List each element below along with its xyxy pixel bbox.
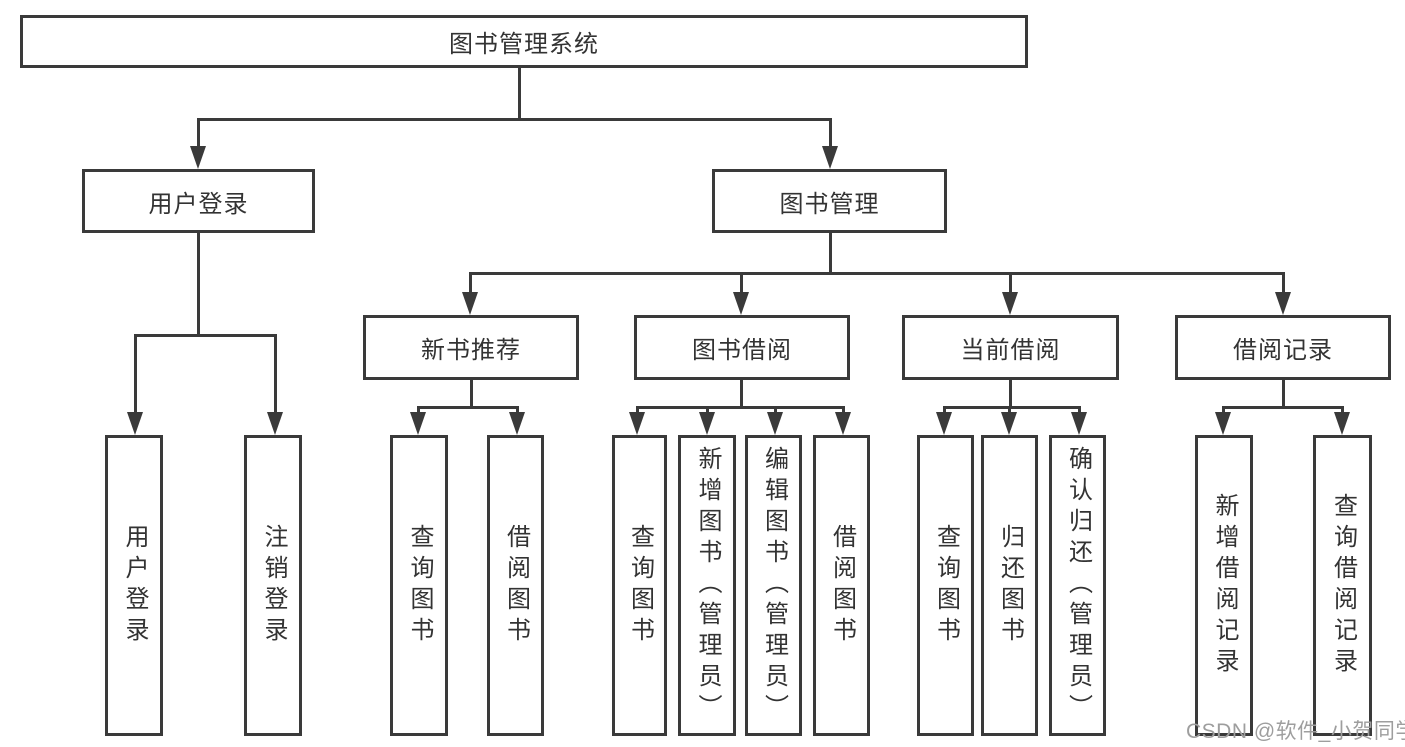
leaf-add-borrow-record: 新增借阅记录 (1195, 435, 1253, 736)
arrowhead-user-login (190, 146, 206, 169)
arrowhead-bb2 (699, 412, 715, 435)
leaf-add-books-admin: 新增图书（管理员） (678, 435, 736, 736)
leaf-user-login-label: 用户登录 (121, 523, 148, 648)
leaf-query-books-borrow-label: 查询图书 (626, 523, 654, 648)
arrowhead-leaf-user-login (127, 412, 143, 435)
leaf-add-borrow-record-label: 新增借阅记录 (1211, 492, 1238, 679)
connector-stem-borrow-records (1282, 272, 1285, 294)
leaf-borrow-books: 借阅图书 (813, 435, 870, 736)
arrowhead-br2 (1334, 412, 1350, 435)
leaf-borrow-books-recommend-label: 借阅图书 (502, 523, 530, 648)
connector-branch-current-borrow (943, 406, 1081, 409)
connector-stem-bb2 (706, 406, 709, 416)
arrowhead-cb3 (1071, 412, 1087, 435)
arrowhead-leaf-logout (267, 412, 283, 435)
node-new-book-recommend-label: 新书推荐 (421, 337, 521, 364)
connector-stem-bb3 (774, 406, 777, 416)
leaf-return-books: 归还图书 (981, 435, 1038, 736)
leaf-logout: 注销登录 (244, 435, 302, 736)
connector-new-book-stem (470, 380, 473, 409)
node-book-management-label: 图书管理 (779, 190, 880, 218)
connector-stem-cb3 (1078, 406, 1081, 416)
connector-stem-bb4 (842, 406, 845, 416)
arrowhead-cb2 (1001, 412, 1017, 435)
leaf-confirm-return-admin-label: 确认归还（管理员） (1064, 446, 1092, 725)
arrowhead-bb3 (767, 412, 783, 435)
connector-stem-leaf-logout (274, 334, 277, 414)
node-borrow-records-label: 借阅记录 (1233, 337, 1333, 364)
node-book-borrow: 图书借阅 (634, 315, 850, 380)
node-current-borrow-label: 当前借阅 (960, 337, 1061, 364)
leaf-query-books-recommend: 查询图书 (390, 435, 448, 736)
connector-branch-user-login (134, 334, 277, 337)
node-root-label: 图书管理系统 (449, 31, 599, 58)
leaf-add-books-admin-label: 新增图书（管理员） (694, 446, 721, 725)
node-user-login: 用户登录 (82, 169, 315, 233)
connector-book-management-stem (829, 233, 832, 275)
leaf-query-borrow-record: 查询借阅记录 (1313, 435, 1372, 736)
leaf-edit-books-admin: 编辑图书（管理员） (745, 435, 802, 736)
arrowhead-cb1 (936, 412, 952, 435)
arrowhead-nb1 (410, 412, 426, 435)
watermark-text: CSDN @软件_小贺同学 (1186, 720, 1405, 743)
arrowhead-book-borrow (733, 292, 749, 315)
arrowhead-br1 (1215, 412, 1231, 435)
arrowhead-borrow-records (1275, 292, 1291, 315)
node-current-borrow: 当前借阅 (902, 315, 1119, 380)
connector-stem-new-book (469, 272, 472, 294)
connector-stem-br1 (1222, 406, 1225, 416)
connector-branch-level2 (197, 118, 831, 121)
connector-user-login-stem (197, 233, 200, 337)
leaf-query-books-recommend-label: 查询图书 (406, 523, 433, 648)
node-new-book-recommend: 新书推荐 (363, 315, 579, 380)
leaf-borrow-books-label: 借阅图书 (828, 523, 856, 648)
connector-stem-current-borrow (1009, 272, 1012, 294)
node-book-borrow-label: 图书借阅 (692, 337, 792, 364)
connector-stem-leaf-user-login (134, 334, 137, 414)
leaf-edit-books-admin-label: 编辑图书（管理员） (760, 446, 788, 725)
connector-current-borrow-stem (1009, 380, 1012, 409)
connector-stem-cb2 (1008, 406, 1011, 416)
leaf-query-books-current: 查询图书 (917, 435, 974, 736)
arrowhead-current-borrow (1002, 292, 1018, 315)
node-borrow-records: 借阅记录 (1175, 315, 1391, 380)
connector-branch-level3 (469, 272, 1285, 275)
connector-stem-br2 (1341, 406, 1344, 416)
connector-stem-book-management (829, 118, 832, 150)
leaf-query-borrow-record-label: 查询借阅记录 (1329, 492, 1357, 679)
leaf-confirm-return-admin: 确认归还（管理员） (1049, 435, 1106, 736)
arrowhead-new-book (462, 292, 478, 315)
node-book-management: 图书管理 (712, 169, 947, 233)
connector-stem-nb2 (516, 406, 519, 416)
leaf-query-books-borrow: 查询图书 (612, 435, 667, 736)
arrowhead-book-management (822, 146, 838, 169)
arrowhead-nb2 (509, 412, 525, 435)
connector-stem-bb1 (636, 406, 639, 416)
node-user-login-label: 用户登录 (148, 190, 249, 218)
leaf-query-books-current-label: 查询图书 (932, 523, 960, 648)
connector-branch-borrow-records (1222, 406, 1344, 409)
node-root: 图书管理系统 (20, 15, 1028, 68)
connector-branch-new-book (417, 406, 519, 409)
leaf-user-login: 用户登录 (105, 435, 163, 736)
connector-branch-book-borrow (636, 406, 845, 409)
connector-root-stem (518, 68, 521, 120)
connector-borrow-records-stem (1282, 380, 1285, 409)
connector-stem-cb1 (943, 406, 946, 416)
connector-stem-user-login (197, 118, 200, 150)
connector-stem-book-borrow (740, 272, 743, 294)
connector-book-borrow-stem (740, 380, 743, 409)
leaf-return-books-label: 归还图书 (996, 523, 1024, 648)
connector-stem-nb1 (417, 406, 420, 416)
arrowhead-bb1 (629, 412, 645, 435)
arrowhead-bb4 (835, 412, 851, 435)
leaf-logout-label: 注销登录 (260, 523, 287, 648)
leaf-borrow-books-recommend: 借阅图书 (487, 435, 544, 736)
